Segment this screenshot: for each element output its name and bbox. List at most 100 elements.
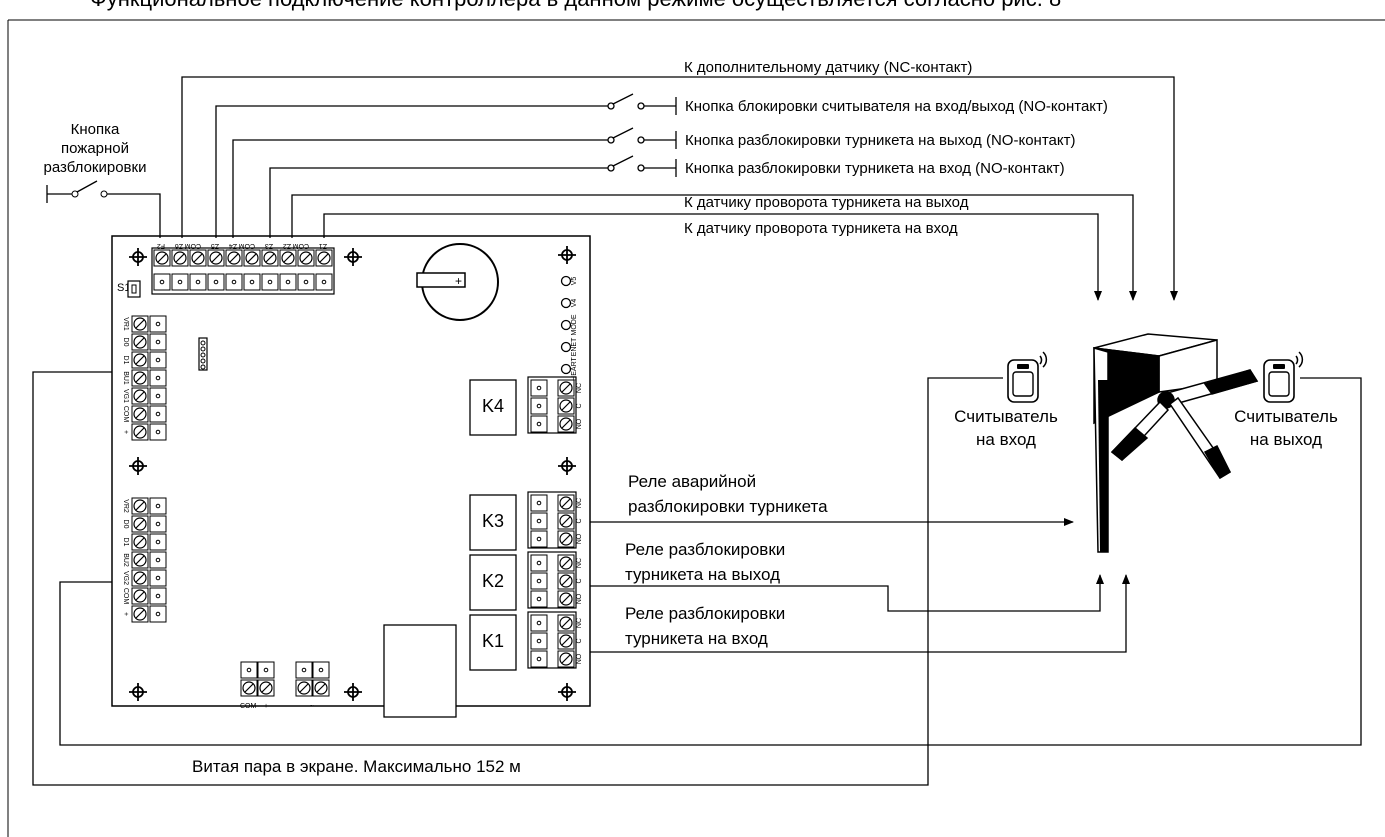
screw-terminal-icon xyxy=(557,530,575,548)
relay-contact-label: NO xyxy=(576,533,583,544)
screw-terminal-icon xyxy=(131,351,149,369)
led-label: HEART xyxy=(571,356,578,380)
relay-box xyxy=(469,554,517,611)
relay-box xyxy=(469,494,517,551)
top-terminal-label: Z3 xyxy=(265,242,273,249)
screw-terminal-icon xyxy=(131,533,149,551)
terminal-pin xyxy=(530,494,548,512)
screw-terminal-icon xyxy=(557,614,575,632)
reader-terminal-label: VR2 xyxy=(122,499,129,513)
led-label: MODE xyxy=(571,314,578,335)
screw-terminal-icon xyxy=(131,369,149,387)
terminal-pin xyxy=(171,273,189,291)
relay-contact-label: C xyxy=(576,518,583,523)
screw-terminal-icon xyxy=(261,249,279,267)
led-label: V5 xyxy=(571,277,578,286)
terminal-pin xyxy=(149,315,167,333)
terminal-pin xyxy=(149,351,167,369)
terminal-pin xyxy=(149,497,167,515)
button-switches xyxy=(607,93,677,177)
top-terminal-label: COM xyxy=(239,242,256,249)
power-terminals: COM + ~ xyxy=(240,661,330,710)
power-label-com: COM xyxy=(240,703,257,710)
reader-terminal-label: VR1 xyxy=(122,317,129,331)
reader-terminal-label: COM xyxy=(122,406,129,423)
relay-contact-label: NC xyxy=(576,383,583,393)
screw-terminal-icon xyxy=(243,249,261,267)
screw-terminal-icon xyxy=(131,423,149,441)
terminal-pin xyxy=(530,572,548,590)
terminal-pin xyxy=(153,273,171,291)
relay-exit-line2: турникета на выход xyxy=(625,565,780,584)
screw-terminal-icon xyxy=(557,554,575,572)
terminal-pin xyxy=(530,590,548,608)
terminal-pin xyxy=(530,650,548,668)
terminal-pin xyxy=(261,273,279,291)
turnstile-icon xyxy=(1093,333,1259,553)
terminal-pin xyxy=(279,273,297,291)
switch-contact-icon xyxy=(612,127,634,139)
led-icon xyxy=(560,275,572,287)
screw-terminal-icon xyxy=(131,587,149,605)
terminal-pin xyxy=(243,273,261,291)
screw-terminal-icon xyxy=(131,515,149,533)
top-terminal-label: Z6 xyxy=(175,242,183,249)
fire-button-line1: Кнопка xyxy=(71,121,120,138)
terminal-pin xyxy=(530,397,548,415)
terminal-pin xyxy=(149,423,167,441)
fire-button: Кнопка пожарной разблокировки xyxy=(44,121,161,238)
terminal-pin xyxy=(530,512,548,530)
screw-terminal-icon xyxy=(153,249,171,267)
relay-contact-label: NC xyxy=(576,618,583,628)
label-sensor-exit: К датчику проворота турникета на выход xyxy=(684,194,969,211)
led-icon xyxy=(560,363,572,375)
pin-header xyxy=(198,337,208,371)
screw-terminal-icon xyxy=(131,551,149,569)
terminal-pin xyxy=(149,387,167,405)
screw-terminal-icon xyxy=(131,315,149,333)
reader-entry-line1: Считыватель xyxy=(954,407,1058,426)
terminal-pin xyxy=(225,273,243,291)
page-frame xyxy=(7,19,1385,837)
relay-contact-label: NO xyxy=(576,418,583,429)
relay-emergency-line1: Реле аварийной xyxy=(628,472,756,491)
screw-terminal-icon xyxy=(131,405,149,423)
terminal-pin xyxy=(207,273,225,291)
reader-terminal-label: COM xyxy=(122,588,129,605)
terminal-pin xyxy=(149,515,167,533)
terminal-pin xyxy=(149,551,167,569)
reader-terminal-label: BU2 xyxy=(122,553,129,567)
relay-label: K1 xyxy=(482,631,504,651)
switch-s1 xyxy=(127,280,141,298)
relay-terminal-block xyxy=(527,376,577,434)
screw-terminal-icon xyxy=(131,605,149,623)
relay-terminal-block xyxy=(527,491,577,549)
reader-entry-line2: на вход xyxy=(976,430,1036,449)
led-label: ENET xyxy=(571,337,578,356)
terminal-pin xyxy=(149,405,167,423)
label-lock-reader: Кнопка блокировки считывателя на вход/вы… xyxy=(685,98,1108,115)
relay-contact-label: C xyxy=(576,403,583,408)
switch-contact-icon xyxy=(76,180,98,193)
power-connector xyxy=(383,624,457,718)
screw-terminal-icon xyxy=(557,494,575,512)
top-terminal-label: COM xyxy=(293,242,310,249)
screw-terminal-icon xyxy=(557,379,575,397)
reader-cables xyxy=(32,371,1362,786)
terminal-pin xyxy=(149,569,167,587)
relay-terminal-block xyxy=(527,551,577,609)
screw-terminal-icon xyxy=(315,249,333,267)
screw-terminal-icon xyxy=(131,387,149,405)
screw-terminal-icon xyxy=(297,249,315,267)
screw-terminal-icon xyxy=(131,333,149,351)
reader-terminal-label: + xyxy=(122,430,129,434)
power-label-plus: + xyxy=(264,703,268,710)
label-sensor-entry: К датчику проворота турникета на вход xyxy=(684,220,958,237)
fire-button-line3: разблокировки xyxy=(44,159,147,176)
relay-terminal-block xyxy=(527,611,577,669)
screw-terminal-icon xyxy=(171,249,189,267)
